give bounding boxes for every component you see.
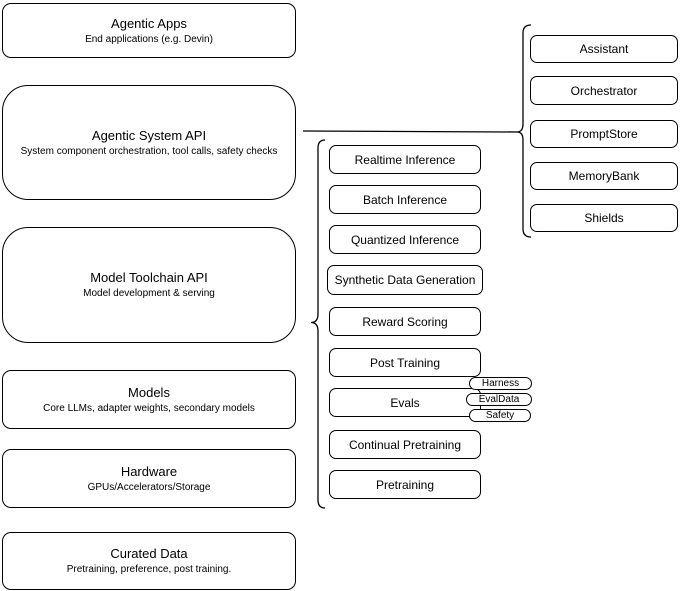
eval-tag-harness: Harness xyxy=(469,377,532,390)
layer-agentic-apps: Agentic Apps End applications (e.g. Devi… xyxy=(2,3,296,58)
toolchain-item-reward-scoring: Reward Scoring xyxy=(329,307,481,336)
eval-tag-evaldata: EvalData xyxy=(466,393,532,406)
agentic-curly-brace xyxy=(516,24,532,238)
layer-hardware: Hardware GPUs/Accelerators/Storage xyxy=(2,449,296,508)
toolchain-item-continual-pretraining: Continual Pretraining xyxy=(329,430,481,459)
layer-title: Model Toolchain API xyxy=(90,270,208,285)
layer-title: Agentic Apps xyxy=(111,15,187,31)
agentic-component-memorybank: MemoryBank xyxy=(530,162,678,190)
toolchain-item-batch-inference: Batch Inference xyxy=(329,185,481,214)
layer-models: Models Core LLMs, adapter weights, secon… xyxy=(2,370,296,429)
layer-subtitle: Model development & serving xyxy=(83,288,215,299)
layer-curated-data: Curated Data Pretraining, preference, po… xyxy=(2,532,296,590)
layer-title: Models xyxy=(128,384,170,400)
toolchain-item-pretraining: Pretraining xyxy=(329,470,481,499)
layer-model-toolchain-api: Model Toolchain API Model development & … xyxy=(2,227,296,343)
layer-subtitle: End applications (e.g. Devin) xyxy=(85,33,213,45)
toolchain-item-realtime-inference: Realtime Inference xyxy=(329,145,481,174)
toolchain-item-synthetic-data-generation: Synthetic Data Generation xyxy=(327,265,483,295)
layer-title: Curated Data xyxy=(110,546,188,561)
layer-agentic-system-api: Agentic System API System component orch… xyxy=(2,85,296,200)
toolchain-item-quantized-inference: Quantized Inference xyxy=(329,225,481,254)
layer-subtitle: Pretraining, preference, post training. xyxy=(66,564,232,575)
agentic-component-promptstore: PromptStore xyxy=(530,120,678,148)
toolchain-item-post-training: Post Training xyxy=(329,348,481,377)
layer-subtitle: Core LLMs, adapter weights, secondary mo… xyxy=(43,402,255,414)
layer-title: Agentic System API xyxy=(91,127,207,143)
agentic-component-orchestrator: Orchestrator xyxy=(530,76,678,105)
agentic-component-assistant: Assistant xyxy=(530,35,678,63)
agentic-component-shields: Shields xyxy=(530,204,678,232)
eval-tag-safety: Safety xyxy=(469,409,531,422)
layer-subtitle: System component orchestration, tool cal… xyxy=(20,145,278,157)
connector-line xyxy=(302,130,518,133)
toolchain-curly-brace xyxy=(310,139,326,509)
layer-title: Hardware xyxy=(120,463,178,479)
toolchain-item-evals: Evals xyxy=(329,388,481,417)
layer-subtitle: GPUs/Accelerators/Storage xyxy=(87,481,211,493)
